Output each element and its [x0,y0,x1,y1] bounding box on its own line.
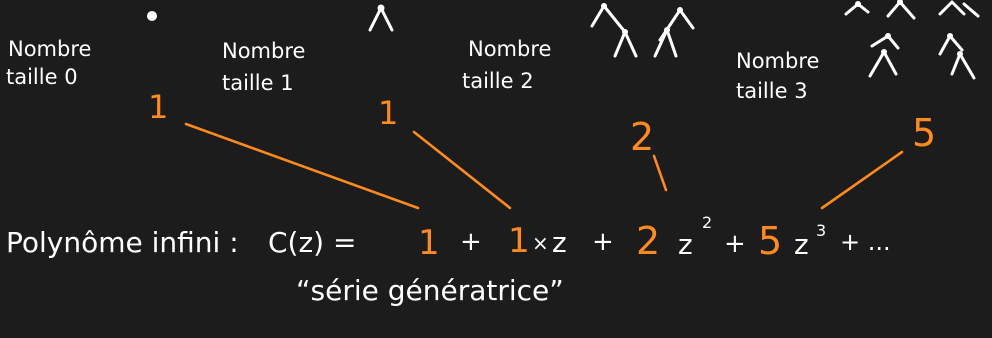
count-size-3: 5 [912,111,936,155]
formula-plus-2: + [592,227,614,257]
formula-lhs: C(z) = [268,226,356,259]
count-size-1: 1 [378,94,398,132]
tree-node [147,11,157,21]
label-size-1-line1: Nombre [222,39,305,63]
formula-exp-3: 3 [816,221,826,240]
tree-size-3-e [938,33,976,80]
tree-size-2-a [590,3,638,58]
connector-size-1 [412,130,512,210]
label-size-1-line2: taille 1 [222,71,294,95]
connector-size-3 [820,150,904,210]
tree-size-3-b [886,0,916,20]
tree-size-0 [147,11,157,21]
formula-z-1: z [552,226,567,259]
count-size-0: 1 [148,88,168,126]
tree-size-3-d [868,33,900,78]
tree-size-3-c [938,0,980,18]
tree-size-2-b [653,7,695,58]
formula-coef-2: 2 [636,219,660,263]
formula-coef-1: 1 [508,221,530,261]
label-size-2-line2: taille 2 [462,69,534,93]
formula-tail: + ... [840,228,891,256]
tree-size-1 [368,4,394,32]
formula-plus-3: + [724,229,746,259]
label-size-3-line2: taille 3 [736,79,808,103]
formula-prefix: Polynôme infini : [6,226,239,259]
formula-z-3: z [794,228,809,261]
connector-size-2 [652,154,668,192]
tree-size-3-a [844,1,870,16]
formula-coef-3: 5 [758,219,782,263]
label-size-3-line1: Nombre [736,49,819,73]
formula-coef-0: 1 [418,223,440,263]
caption: “série génératrice” [296,274,564,307]
formula-times: × [532,231,549,255]
formula-plus-1: + [460,227,482,257]
label-size-0-line2: taille 0 [6,65,78,89]
formula-z-2: z [678,228,693,261]
formula-exp-2: 2 [702,213,712,232]
connector-size-0 [184,122,420,210]
label-size-0-line1: Nombre [8,37,91,61]
label-size-2-line1: Nombre [468,37,551,61]
count-size-2: 2 [630,115,654,159]
